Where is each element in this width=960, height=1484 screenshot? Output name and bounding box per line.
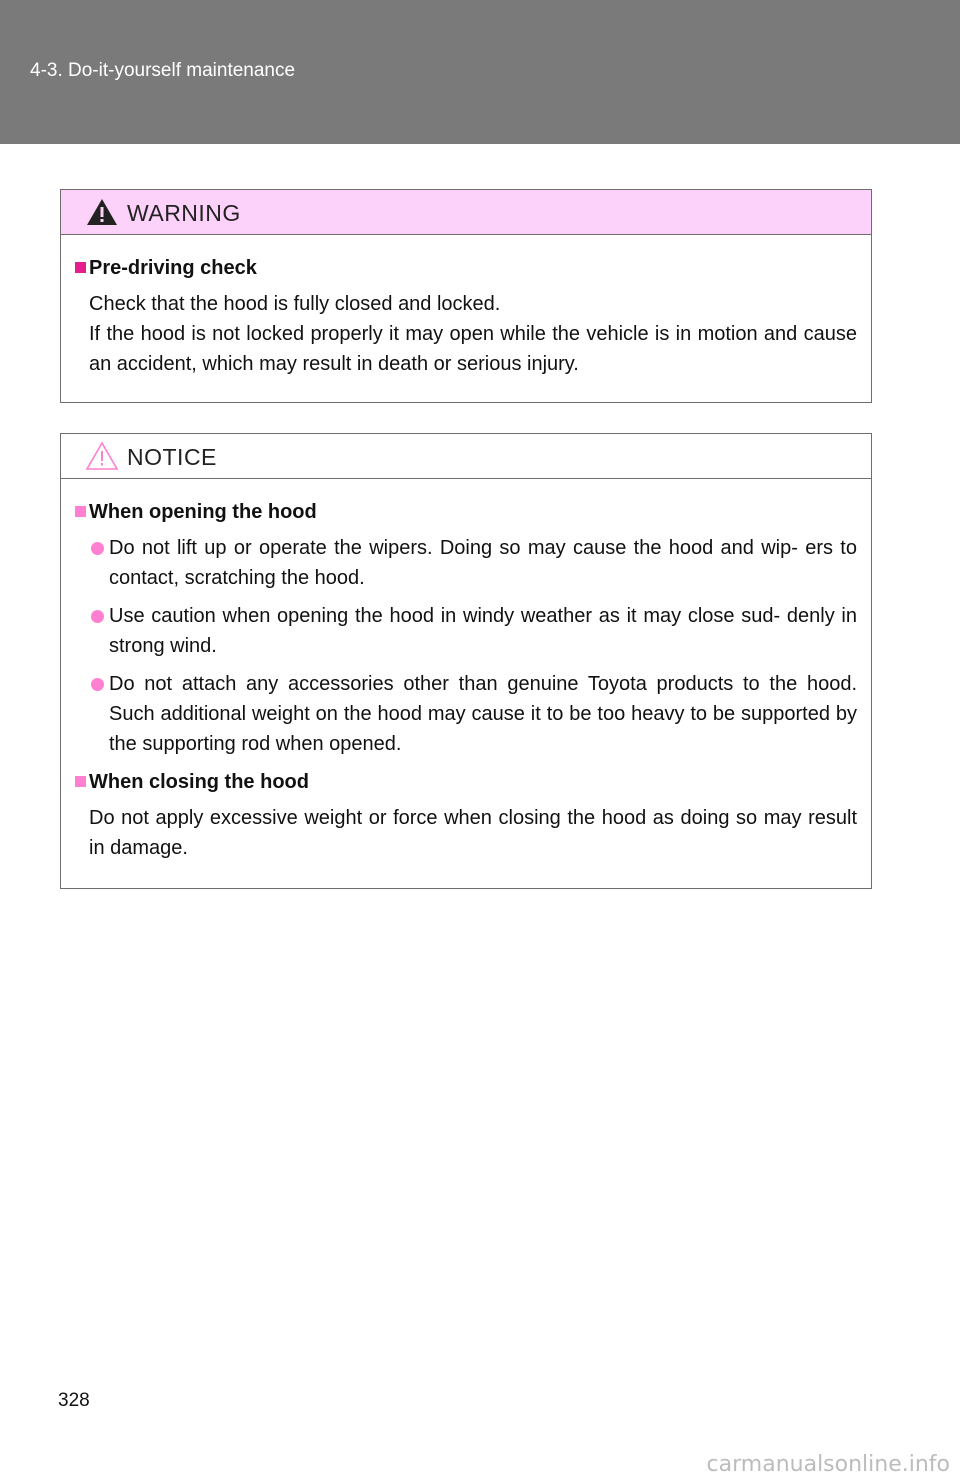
notice-heading-2: When closing the hood (75, 767, 857, 797)
circle-bullet-icon (91, 542, 104, 555)
page-number: 328 (58, 1390, 90, 1411)
square-bullet-icon (75, 776, 86, 787)
square-bullet-icon (75, 262, 86, 273)
notice-text-2: Do not apply excessive weight or force w… (89, 807, 857, 859)
notice-body: When opening the hood Do not lift up or … (61, 479, 871, 863)
notice-title: NOTICE (127, 444, 217, 470)
notice-heading-1-text: When opening the hood (89, 501, 317, 523)
warning-heading: Pre-driving check (75, 253, 857, 283)
watermark: carmanualsonline.info (706, 1452, 950, 1477)
square-bullet-icon (75, 506, 86, 517)
list-item-text: Do not attach any accessories other than… (109, 673, 857, 755)
list-item-text: Do not lift up or operate the wipers. Do… (109, 537, 857, 589)
circle-bullet-icon (91, 610, 104, 623)
list-item: Do not lift up or operate the wipers. Do… (75, 533, 857, 593)
warning-title: WARNING (127, 200, 241, 226)
circle-bullet-icon (91, 678, 104, 691)
warning-text-1: Check that the hood is fully closed and … (89, 293, 501, 315)
warning-text-2: If the hood is not locked properly it ma… (89, 323, 857, 375)
list-item-text: Use caution when opening the hood in win… (109, 605, 857, 657)
section-title: 4-3. Do-it-yourself maintenance (30, 60, 296, 81)
warning-header: WARNING (61, 190, 871, 235)
notice-heading-2-text: When closing the hood (89, 771, 309, 793)
page-header: 4-3. Do-it-yourself maintenance (0, 0, 960, 144)
warning-body: Pre-driving check Check that the hood is… (61, 235, 871, 379)
notice-header: NOTICE (61, 434, 871, 479)
warning-heading-text: Pre-driving check (89, 257, 257, 279)
notice-heading-1: When opening the hood (75, 497, 857, 527)
warning-triangle-icon (87, 199, 117, 225)
list-item: Use caution when opening the hood in win… (75, 601, 857, 661)
notice-box: NOTICE When opening the hood Do not lift… (60, 433, 872, 889)
list-item: Do not attach any accessories other than… (75, 669, 857, 759)
notice-triangle-icon (85, 441, 119, 470)
warning-box: WARNING Pre-driving check Check that the… (60, 189, 872, 403)
